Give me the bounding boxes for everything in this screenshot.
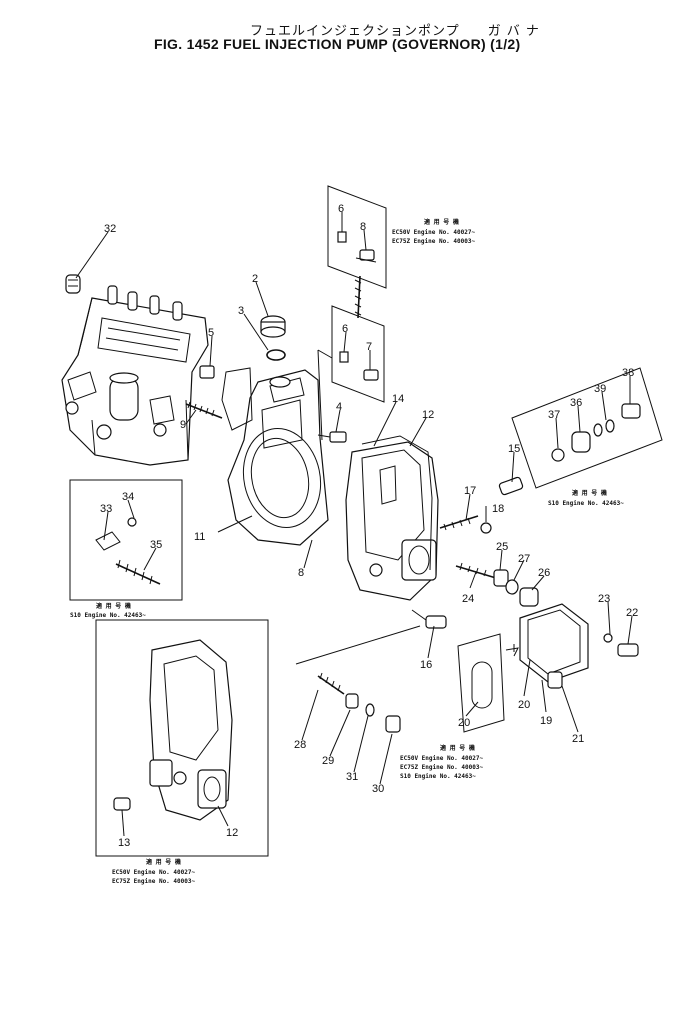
parts-28-31 [295,625,421,733]
governor-cover [345,441,439,601]
title-japanese: フュエルインジェクションポンプ ガ バ ナ [250,24,540,39]
callout-19: 19 [540,715,552,727]
parts-33-35 [69,479,183,601]
callout-7: 7 [366,341,372,353]
callout-3: 3 [238,305,244,317]
callout-30: 30 [372,783,384,795]
callout-numbers: 32 2 3 5 9 6 8 6 7 4 14 12 15 17 18 38 3… [100,203,638,849]
callout-15: 15 [508,443,520,455]
callout-12-inset: 12 [226,827,238,839]
injection-pump-body [61,285,209,466]
callout-12: 12 [422,409,434,421]
callout-34: 34 [122,491,134,503]
note-bottom-header: 適 用 号 機 [146,858,181,866]
parts-15-17-18 [439,476,524,534]
applicability-notes: 適 用 号 機 EC50V Engine No. 40027~ EC75Z En… [70,218,624,885]
part-3-oring [266,349,286,361]
callout-38: 38 [622,367,634,379]
callout-11: 11 [194,531,205,543]
callout-14: 14 [392,393,404,405]
note-left-header: 適 用 号 機 [96,602,131,610]
callout-6-top: 6 [338,203,344,215]
note-mid-line2: EC75Z Engine No. 40003~ [400,764,483,771]
callout-21: 21 [572,733,584,745]
governor-housing [221,367,329,546]
note-bottom-line2: EC75Z Engine No. 40003~ [112,878,195,885]
callout-5: 5 [208,327,214,339]
callout-16: 16 [420,659,432,671]
callout-9: 9 [180,419,186,431]
part-32-nut [65,274,81,294]
callout-20-gasket: 20 [458,717,470,729]
note-bottom-line1: EC50V Engine No. 40027~ [112,869,195,876]
part-2-cap [260,315,286,338]
callout-18: 18 [492,503,504,515]
cover-plate-assembly [457,603,639,733]
callout-31: 31 [346,771,358,783]
callout-24: 24 [462,593,474,605]
callout-23: 23 [598,593,610,605]
callout-29: 29 [322,755,334,767]
callout-20-plate: 20 [518,699,530,711]
bottom-inset-housing [95,619,269,857]
part-5-bolt [199,365,215,379]
inset-frames [317,185,387,441]
callout-39: 39 [594,383,606,395]
callout-8-lower: 8 [298,567,304,579]
note-mid-line1: EC50V Engine No. 40027~ [400,755,483,762]
callout-33: 33 [100,503,112,515]
top-detail-parts [337,231,379,381]
parts-36-39 [511,367,663,489]
parts-24-27 [455,562,539,607]
callout-35: 35 [150,539,162,551]
callout-36: 36 [570,397,582,409]
note-top-line1: EC50V Engine No. 40027~ [392,229,475,236]
part-14-gasket [361,435,433,571]
callout-17: 17 [464,485,476,497]
callout-32: 32 [104,223,116,235]
note-left-line1: S10 Engine No. 42463~ [70,612,146,619]
note-top-header: 適 用 号 機 [424,218,459,226]
callout-28: 28 [294,739,306,751]
leader-lines [75,212,633,837]
callout-22: 22 [626,607,638,619]
callout-13: 13 [118,837,130,849]
callout-25: 25 [496,541,508,553]
callout-8-top: 8 [360,221,366,233]
callout-4: 4 [336,401,342,413]
part-9-stud [185,401,223,419]
note-right-header: 適 用 号 機 [572,489,607,497]
callout-37: 37 [548,409,560,421]
part-4-bolt [317,431,347,443]
callout-27: 27 [518,553,530,565]
note-mid-line3: S10 Engine No. 42463~ [400,773,476,780]
callout-2: 2 [252,273,258,285]
note-right-line1: S10 Engine No. 42463~ [548,500,624,507]
note-mid-header: 適 用 号 機 [440,744,475,752]
part-16-bolt [411,609,447,629]
note-top-line2: EC75Z Engine No. 40003~ [392,238,475,245]
callout-26: 26 [538,567,550,579]
figure-title: FIG. 1452 FUEL INJECTION PUMP (GOVERNOR)… [154,36,521,52]
callout-6-mid: 6 [342,323,348,335]
